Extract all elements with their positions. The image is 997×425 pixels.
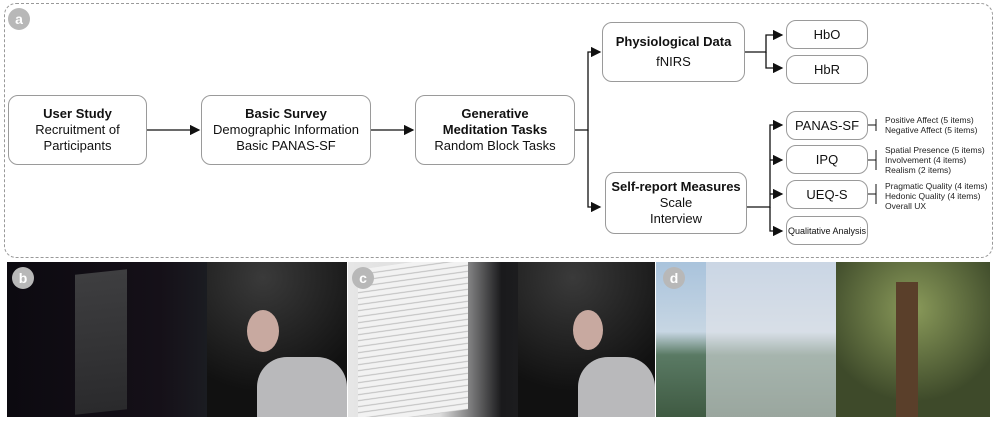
panas-notes: Positive Affect (5 items) Negative Affec… — [885, 115, 977, 135]
panel-d-photo — [656, 262, 990, 417]
ueq-note-1: Pragmatic Quality (4 items) — [885, 181, 988, 191]
ueq-note-3: Overall UX — [885, 201, 927, 211]
panel-b-photo — [7, 262, 347, 417]
user-study-title: User Study — [43, 106, 112, 121]
tree-trunk — [896, 282, 918, 417]
self-report-line-1: Scale — [659, 195, 693, 210]
ipq-box: IPQ — [786, 145, 868, 174]
panel-c-badge: c — [352, 267, 374, 289]
panas-box: PANAS-SF — [786, 111, 868, 140]
translucent-ui-panel — [706, 262, 841, 417]
ipq-note-3: Realism (2 items) — [885, 165, 952, 175]
ueq-notes: Pragmatic Quality (4 items) Hedonic Qual… — [885, 181, 988, 211]
survey-text-panel — [358, 262, 468, 417]
self-report-title: Self-report Measures — [611, 179, 741, 194]
self-report-line-2: Interview — [649, 211, 703, 226]
user-study-box: User Study Recruitment of Participants — [8, 95, 147, 165]
participant-sweater — [578, 357, 655, 417]
vr-screen-panel — [75, 269, 127, 415]
basic-survey-title: Basic Survey — [245, 106, 327, 121]
panel-c-photo — [348, 262, 655, 417]
panel-b-badge: b — [12, 267, 34, 289]
panas-note-2: Negative Affect (5 items) — [885, 125, 978, 135]
meditation-line-1: Random Block Tasks — [434, 138, 556, 153]
panel-a-badge: a — [8, 8, 30, 30]
physiological-box: Physiological Data fNIRS — [602, 22, 745, 82]
meditation-title-1: Generative — [461, 106, 529, 121]
panas-note-1: Positive Affect (5 items) — [885, 115, 974, 125]
ipq-notes: Spatial Presence (5 items) Involvement (… — [885, 145, 985, 175]
basic-survey-line-2: Basic PANAS-SF — [236, 138, 336, 153]
participant-sweater — [257, 357, 347, 417]
physiological-line-1: fNIRS — [656, 54, 691, 69]
hbo-box: HbO — [786, 20, 868, 49]
panel-d-badge: d — [663, 267, 685, 289]
physiological-title: Physiological Data — [615, 34, 732, 49]
ipq-note-2: Involvement (4 items) — [885, 155, 967, 165]
participant-face — [573, 310, 603, 350]
meditation-title-2: Meditation Tasks — [442, 122, 548, 137]
meditation-box: Generative Meditation Tasks Random Block… — [415, 95, 575, 165]
ipq-note-1: Spatial Presence (5 items) — [885, 145, 985, 155]
panel-a-frame — [4, 3, 993, 258]
basic-survey-box: Basic Survey Demographic Information Bas… — [201, 95, 371, 165]
ueq-box: UEQ-S — [786, 180, 868, 209]
basic-survey-line-1: Demographic Information — [213, 122, 359, 137]
hbr-box: HbR — [786, 55, 868, 84]
user-study-line-1: Recruitment of — [35, 122, 120, 137]
qualitative-box: Qualitative Analysis — [786, 216, 868, 245]
participant-face — [247, 310, 279, 352]
user-study-line-2: Participants — [43, 138, 112, 153]
self-report-box: Self-report Measures Scale Interview — [605, 172, 747, 234]
ueq-note-2: Hedonic Quality (4 items) — [885, 191, 981, 201]
